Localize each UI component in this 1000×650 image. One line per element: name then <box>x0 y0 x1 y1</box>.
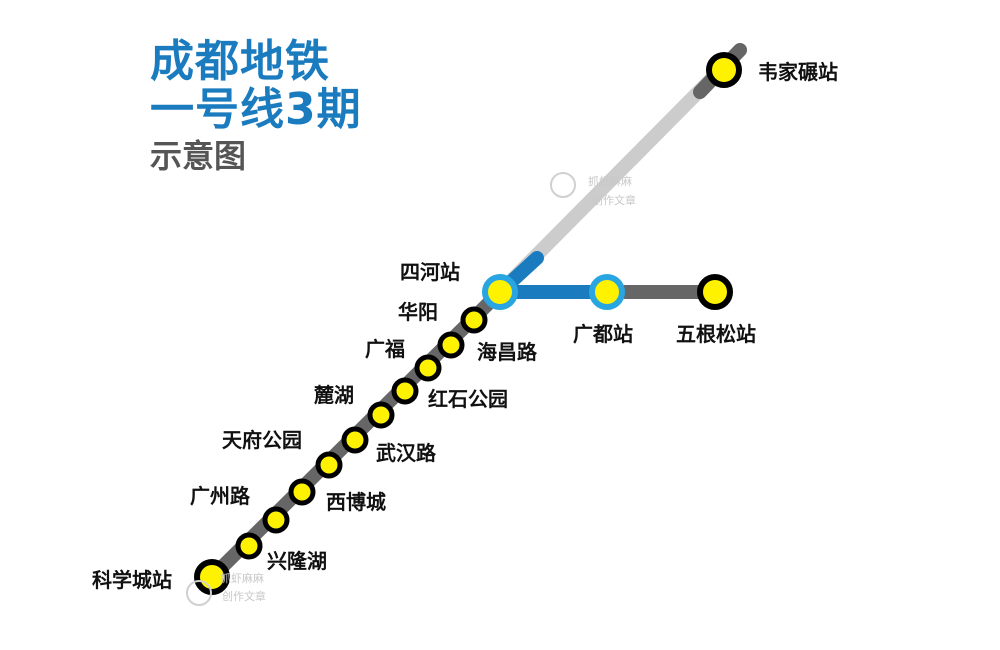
station-marker-guangdu <box>589 274 625 310</box>
station-label-luhu: 麓湖 <box>314 383 354 407</box>
map-title: 成都地铁 一号线3期 示意图 <box>150 38 362 176</box>
station-marker-haichanglu <box>437 331 465 359</box>
station-marker-hongshigongyuan <box>391 377 419 405</box>
station-label-guangfu: 广福 <box>365 337 405 361</box>
station-marker-xinglonghu <box>235 532 263 560</box>
station-marker-luhu <box>367 401 395 429</box>
station-label-guangzhoulu: 广州路 <box>190 484 250 508</box>
station-label-kexuecheng: 科学城站 <box>92 568 172 592</box>
station-label-wuhanlu: 武汉路 <box>376 441 436 465</box>
station-label-sihe: 四河站 <box>400 260 460 284</box>
watermark-icon <box>550 172 576 198</box>
station-label-hongshigongyuan: 红石公园 <box>428 387 508 411</box>
station-marker-wuhanlu <box>341 426 369 454</box>
station-marker-sihe <box>482 274 518 310</box>
station-marker-huayang <box>460 306 488 334</box>
station-marker-xibocheng <box>288 478 316 506</box>
title-line-1: 成都地铁 <box>150 36 330 87</box>
station-label-guangdu: 广都站 <box>573 322 633 346</box>
watermark-icon-2 <box>186 580 212 606</box>
watermark-text-2: 创作文章 <box>592 194 636 207</box>
station-label-weijianian: 韦家碾站 <box>758 60 838 84</box>
station-label-tianfugongyuan: 天府公园 <box>222 428 302 452</box>
station-label-haichanglu: 海昌路 <box>477 340 537 364</box>
station-label-wugensong: 五根松站 <box>676 322 756 346</box>
station-marker-wugensong <box>697 274 733 310</box>
watermark-text-1: 抓虾麻麻 <box>588 175 632 188</box>
station-label-huayang: 华阳 <box>398 300 438 324</box>
station-marker-weijianian <box>706 52 742 88</box>
station-label-xinglonghu: 兴隆湖 <box>267 549 327 573</box>
title-line-2: 一号线3期 <box>150 84 362 135</box>
watermark-text-3: 抓虾麻麻 <box>220 572 264 585</box>
title-line-3: 示意图 <box>150 137 247 175</box>
station-label-xibocheng: 西博城 <box>326 490 386 514</box>
station-marker-tianfugongyuan <box>315 451 343 479</box>
watermark-text-4: 创作文章 <box>222 590 266 603</box>
station-marker-guangfu <box>414 354 442 382</box>
station-marker-guangzhoulu <box>262 506 290 534</box>
